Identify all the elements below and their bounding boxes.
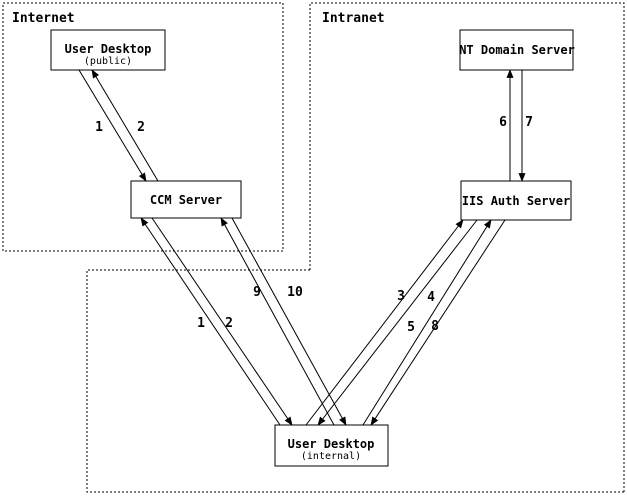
internet-zone: Internet: [2, 2, 284, 252]
arrow-label-10: 10: [287, 285, 303, 300]
arrow-4-iis-to-internal: [317, 219, 478, 426]
arrow-label-3: 3: [397, 289, 405, 304]
intranet-zone-label: Intranet: [322, 11, 385, 26]
arrow-2-ccm-to-public: [91, 69, 159, 182]
arrow-3-internal-to-iis: [305, 219, 464, 426]
user-desktop-public-box: [50, 29, 166, 71]
arrow-8-iis-to-internal: [370, 219, 506, 426]
ccm-server-title: CCM Server: [150, 193, 222, 207]
user-desktop-public-title: User Desktop: [65, 42, 152, 56]
arrow-label-9: 9: [253, 285, 261, 300]
arrow-label-5: 5: [407, 320, 415, 335]
arrow-5-internal-to-iis: [362, 219, 492, 426]
arrow-label-7: 7: [525, 115, 533, 130]
internet-zone-border: [2, 2, 284, 252]
node-user-desktop-internal: User Desktop (internal): [274, 424, 389, 467]
arrow-label-6: 6: [499, 115, 507, 130]
intranet-zone-border: [309, 2, 625, 493]
user-desktop-internal-box: [274, 424, 389, 467]
arrow-label-1-public: 1: [95, 120, 103, 135]
node-iis-auth-server: IIS Auth Server: [460, 180, 572, 221]
user-desktop-public-subtitle: (public): [84, 56, 132, 67]
iis-auth-server-box: [460, 180, 572, 221]
user-desktop-internal-subtitle: (internal): [301, 451, 361, 462]
ccm-server-box: [130, 180, 242, 219]
arrow-1-public-to-ccm: [78, 69, 147, 182]
arrow-10-ccm-to-internal: [231, 217, 347, 426]
internal-zone-border: [86, 269, 624, 493]
user-desktop-internal-title: User Desktop: [288, 437, 375, 451]
arrow-label-2-public: 2: [137, 120, 145, 135]
iis-auth-server-title: IIS Auth Server: [462, 194, 570, 208]
arrow-1-internal-to-ccm: [140, 217, 281, 426]
arrow-label-1-internal: 1: [197, 316, 205, 331]
arrow-2-ccm-to-internal: [151, 217, 293, 426]
arrow-label-4: 4: [427, 290, 435, 305]
node-user-desktop-public: User Desktop (public): [50, 29, 166, 71]
intranet-zone: Intranet: [309, 2, 625, 493]
internet-zone-label: Internet: [12, 11, 75, 26]
flow-arrows: [78, 69, 526, 426]
internal-zone: [86, 269, 624, 493]
nt-domain-server-title: NT Domain Server: [459, 43, 575, 57]
nt-domain-server-box: [459, 29, 574, 71]
arrow-9-internal-to-ccm: [220, 217, 335, 426]
node-nt-domain-server: NT Domain Server: [459, 29, 575, 71]
node-ccm-server: CCM Server: [130, 180, 242, 219]
arrow-label-8: 8: [431, 319, 439, 334]
flow-arrow-labels: 1 2 1 2 9 10 3 4 5 8 6 7: [95, 115, 533, 335]
arrow-label-2-internal: 2: [225, 316, 233, 331]
